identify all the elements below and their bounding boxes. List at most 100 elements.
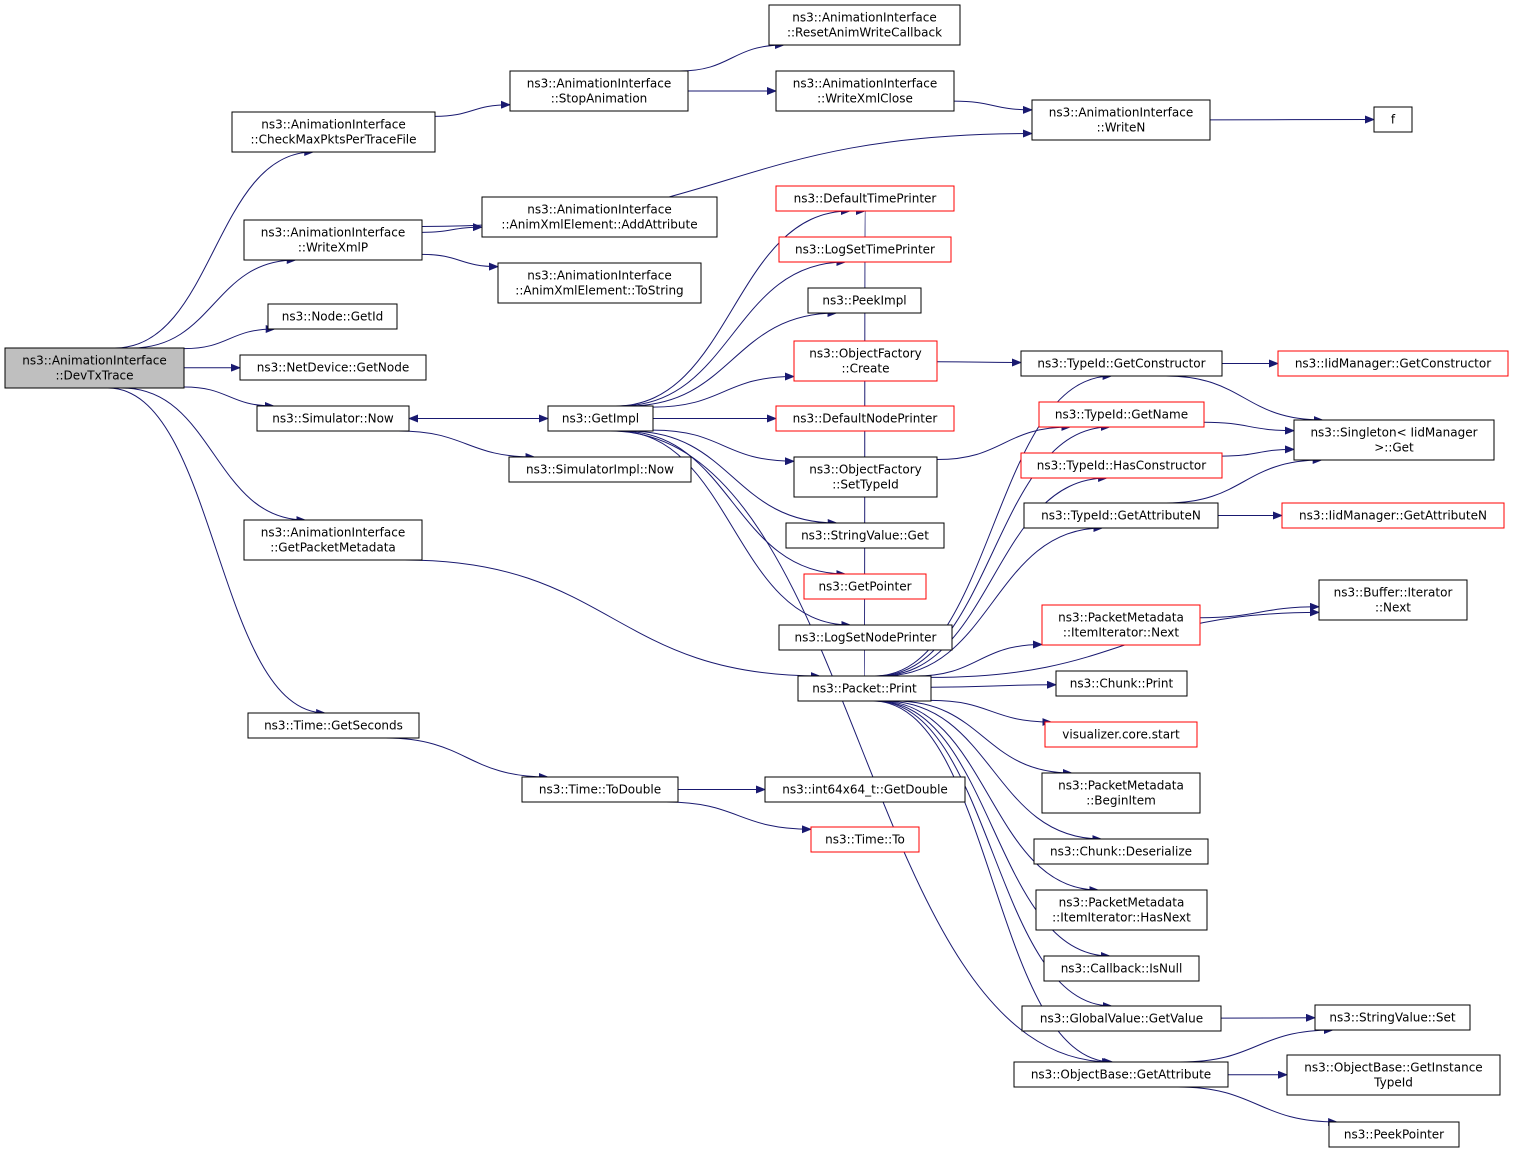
node-box [521, 776, 679, 803]
node-simnow[interactable]: ns3::Simulator::Now [256, 405, 410, 432]
node-gvgetvalue[interactable]: ns3::GlobalValue::GetValue [1021, 1005, 1222, 1032]
node-box [1043, 955, 1200, 982]
node-pmnext[interactable]: ns3::PacketMetadata::ItemIterator::Next [1041, 604, 1201, 646]
node-chunkdeser[interactable]: ns3::Chunk::Deserialize [1033, 838, 1209, 865]
node-logsettime[interactable]: ns3::LogSetTimePrinter [778, 236, 952, 263]
node-box [1044, 721, 1198, 748]
node-peekimpl[interactable]: ns3::PeekImpl [807, 287, 922, 314]
edge-root-to-writexmlp [131, 256, 297, 349]
node-label: ns3::Singleton< IidManager [1310, 426, 1477, 440]
node-f[interactable]: f [1373, 106, 1413, 133]
edge-getimpl-to-peekimpl [628, 309, 838, 407]
node-box [243, 519, 423, 561]
node-getattrn[interactable]: ns3::TypeId::GetAttributeN [1023, 502, 1219, 529]
node-hasnext[interactable]: ns3::PacketMetadata::ItemIterator::HasNe… [1035, 889, 1208, 931]
edge-getseconds-to-todouble [385, 737, 549, 781]
node-label: ns3::PeekPointer [1344, 1128, 1444, 1142]
node-iidgetctor[interactable]: ns3::IidManager::GetConstructor [1277, 350, 1509, 377]
node-writen[interactable]: ns3::AnimationInterface::WriteN [1031, 99, 1211, 141]
node-box [267, 303, 398, 330]
node-simimplnow[interactable]: ns3::SimulatorImpl::Now [508, 456, 692, 483]
node-box [1021, 1005, 1222, 1032]
node-timeto[interactable]: ns3::Time::To [810, 826, 920, 853]
node-packetprint[interactable]: ns3::Packet::Print [797, 675, 932, 702]
node-todouble[interactable]: ns3::Time::ToDouble [521, 776, 679, 803]
node-checkmax[interactable]: ns3::AnimationInterface::CheckMaxPktsPer… [231, 111, 436, 153]
node-label: ns3::AnimationInterface [261, 526, 405, 540]
node-getdouble[interactable]: ns3::int64x64_t::GetDouble [764, 776, 966, 803]
node-deftimeprinter[interactable]: ns3::DefaultTimePrinter [775, 185, 955, 212]
node-getid[interactable]: ns3::Node::GetId [267, 303, 398, 330]
node-label: ns3::NetDevice::GetNode [257, 361, 409, 375]
node-getpktmeta[interactable]: ns3::AnimationInterface::GetPacketMetada… [243, 519, 423, 561]
edge-packetprint-to-pmnext [914, 640, 1043, 677]
edge-packetprint-to-gvgetvalue [874, 700, 1113, 1010]
node-label: ns3::AnimationInterface [261, 226, 405, 240]
edge-ofsettypeid-to-getname [936, 423, 1072, 461]
edge-simnow-to-simimplnow [398, 430, 536, 461]
node-getpointer[interactable]: ns3::GetPointer [803, 573, 927, 600]
node-hasctor[interactable]: ns3::TypeId::HasConstructor [1020, 452, 1223, 479]
node-getctor[interactable]: ns3::TypeId::GetConstructor [1020, 350, 1223, 377]
node-defnodeprinter[interactable]: ns3::DefaultNodePrinter [775, 405, 955, 432]
node-box [775, 185, 955, 212]
node-stringvalueget[interactable]: ns3::StringValue::Get [785, 522, 945, 549]
node-label: ::AnimXmlElement::ToString [515, 284, 683, 298]
node-box [775, 70, 955, 112]
node-label: ns3::AnimationInterface [527, 203, 671, 217]
node-getname[interactable]: ns3::TypeId::GetName [1038, 401, 1205, 428]
node-isnull[interactable]: ns3::Callback::IsNull [1043, 955, 1200, 982]
node-resetanim[interactable]: ns3::AnimationInterface::ResetAnimWriteC… [768, 4, 961, 46]
node-ofcreate[interactable]: ns3::ObjectFactory::Create [793, 340, 938, 382]
edge-packetprint-to-chunkprint [930, 680, 1057, 689]
node-iidgetattrn[interactable]: ns3::IidManager::GetAttributeN [1281, 502, 1505, 529]
node-box [4, 347, 185, 389]
edges-layer [107, 41, 1375, 1126]
node-logsetnode[interactable]: ns3::LogSetNodePrinter [778, 624, 953, 651]
edge-getctor-to-singletonget [1166, 375, 1324, 424]
node-box [1055, 670, 1188, 697]
node-tostring[interactable]: ns3::AnimationInterface::AnimXmlElement:… [497, 262, 702, 304]
node-peekpointer[interactable]: ns3::PeekPointer [1328, 1121, 1460, 1148]
node-label: ::Next [1375, 601, 1411, 615]
node-label: ::ItemIterator::HasNext [1052, 911, 1191, 925]
node-writexmlp[interactable]: ns3::AnimationInterface::WriteXmlP [243, 219, 423, 261]
node-box [1328, 1121, 1460, 1148]
node-box [1318, 579, 1468, 621]
node-label: ns3::AnimationInterface [527, 269, 671, 283]
node-label: ns3::ObjectFactory [809, 347, 922, 361]
node-addattr[interactable]: ns3::AnimationInterface::AnimXmlElement:… [481, 196, 718, 238]
edge-root-to-getseconds [107, 387, 327, 717]
node-getimpl[interactable]: ns3::GetImpl [547, 405, 654, 432]
node-svset[interactable]: ns3::StringValue::Set [1314, 1004, 1471, 1031]
node-ofsettypeid[interactable]: ns3::ObjectFactory::SetTypeId [793, 456, 938, 498]
node-label: ns3::AnimationInterface [1049, 106, 1193, 120]
node-beginitem[interactable]: ns3::PacketMetadata::BeginItem [1041, 772, 1201, 814]
node-label: ns3::DefaultNodePrinter [793, 412, 938, 426]
node-getseconds[interactable]: ns3::Time::GetSeconds [247, 712, 420, 739]
node-bufnext[interactable]: ns3::Buffer::Iterator::Next [1318, 579, 1468, 621]
node-chunkprint[interactable]: ns3::Chunk::Print [1055, 670, 1188, 697]
node-label: ns3::GetImpl [562, 412, 639, 426]
node-vizstart[interactable]: visualizer.core.start [1044, 721, 1198, 748]
node-writexmlclose[interactable]: ns3::AnimationInterface::WriteXmlClose [775, 70, 955, 112]
node-label: ns3::SimulatorImpl::Now [526, 463, 674, 477]
node-box [1041, 604, 1201, 646]
node-stopanim[interactable]: ns3::AnimationInterface::StopAnimation [509, 70, 689, 112]
edge-getpktmeta-to-packetprint [404, 559, 821, 680]
node-box [797, 675, 932, 702]
node-label: ::GetPacketMetadata [270, 541, 396, 555]
edge-getimpl-to-logsetnode [615, 430, 852, 629]
node-label: ns3::TypeId::GetAttributeN [1041, 509, 1201, 523]
node-getattribute[interactable]: ns3::ObjectBase::GetAttribute [1013, 1061, 1229, 1088]
node-singletonget[interactable]: ns3::Singleton< IidManager>::Get [1293, 419, 1495, 461]
node-box [1023, 502, 1219, 529]
node-getnode[interactable]: ns3::NetDevice::GetNode [239, 354, 427, 381]
edge-writexmlclose-to-writen [953, 100, 1033, 114]
node-box [775, 405, 955, 432]
node-label: ns3::AnimationInterface [793, 77, 937, 91]
edge-stopanim-to-resetanim [679, 41, 786, 72]
node-label: ns3::Node::GetId [282, 310, 384, 324]
